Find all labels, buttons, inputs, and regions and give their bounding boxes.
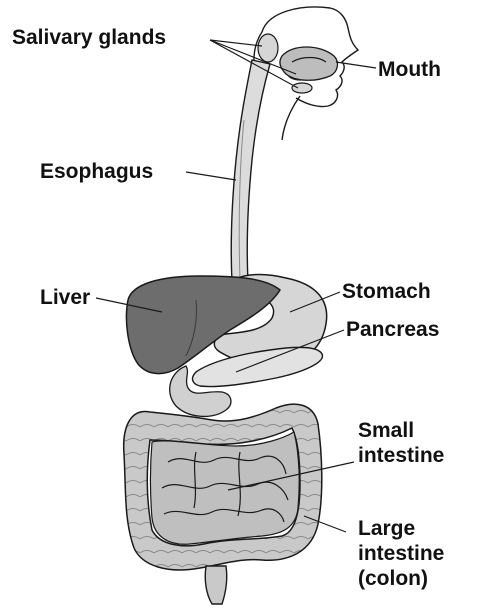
- label-liver: Liver: [40, 286, 90, 310]
- label-salivary-glands: Salivary glands: [12, 26, 166, 50]
- label-large-intestine-line3: (colon): [358, 566, 444, 591]
- esophagus: [231, 60, 270, 282]
- pancreas: [193, 347, 323, 386]
- mouth: [280, 47, 338, 80]
- label-small-intestine-line1: Small: [358, 418, 444, 443]
- label-large-intestine: Large intestine (colon): [358, 516, 444, 591]
- rectum: [205, 566, 227, 604]
- small-intestine: [151, 432, 300, 544]
- leader-esophagus: [186, 172, 236, 180]
- label-large-intestine-line2: intestine: [358, 541, 444, 566]
- label-small-intestine: Small intestine: [358, 418, 444, 468]
- label-stomach: Stomach: [342, 280, 431, 304]
- leader-mouth: [336, 62, 376, 68]
- label-small-intestine-line2: intestine: [358, 443, 444, 468]
- label-mouth: Mouth: [378, 58, 441, 82]
- label-large-intestine-line1: Large: [358, 516, 444, 541]
- label-esophagus: Esophagus: [40, 160, 153, 184]
- label-pancreas: Pancreas: [346, 318, 439, 342]
